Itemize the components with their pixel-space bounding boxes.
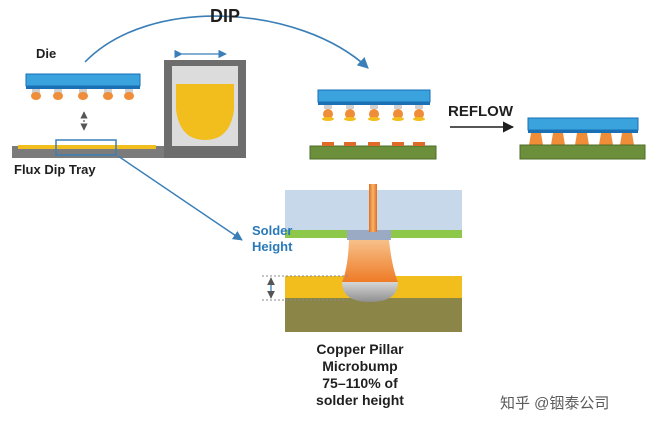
substrate-after-dip (309, 142, 437, 160)
tray-zoom-box (55, 139, 117, 156)
solder-height-line1: Solder (252, 223, 293, 238)
die-after-dip (317, 89, 431, 121)
microbump-cross-section (285, 184, 462, 332)
die-left (25, 73, 141, 100)
dip-curved-arrow (84, 15, 369, 69)
caption-line1: Copper Pillar (316, 341, 404, 357)
caption-line4: solder height (316, 392, 404, 408)
flux-reservoir (164, 60, 246, 146)
watermark: 知乎 @铟泰公司 (500, 395, 610, 412)
zoom-callout-arrow (117, 155, 243, 241)
flux-dip-tray-label: Flux Dip Tray (14, 162, 96, 177)
caption-line3: 75–110% of (322, 375, 398, 391)
solder-height-line2: Height (252, 239, 293, 254)
caption-line2: Microbump (322, 358, 398, 374)
solder-height-indicator (262, 275, 350, 301)
reflow-label: REFLOW (448, 103, 513, 120)
die-left-bumps (31, 89, 134, 100)
flux-dip-tray (12, 145, 246, 158)
solder-height-label: Solder Height (252, 223, 292, 255)
reflowed-assembly (519, 117, 646, 160)
die-label: Die (36, 46, 57, 61)
dip-label: DIP (210, 6, 241, 26)
microbump-caption: Copper Pillar Microbump 75–110% of solde… (290, 341, 430, 409)
